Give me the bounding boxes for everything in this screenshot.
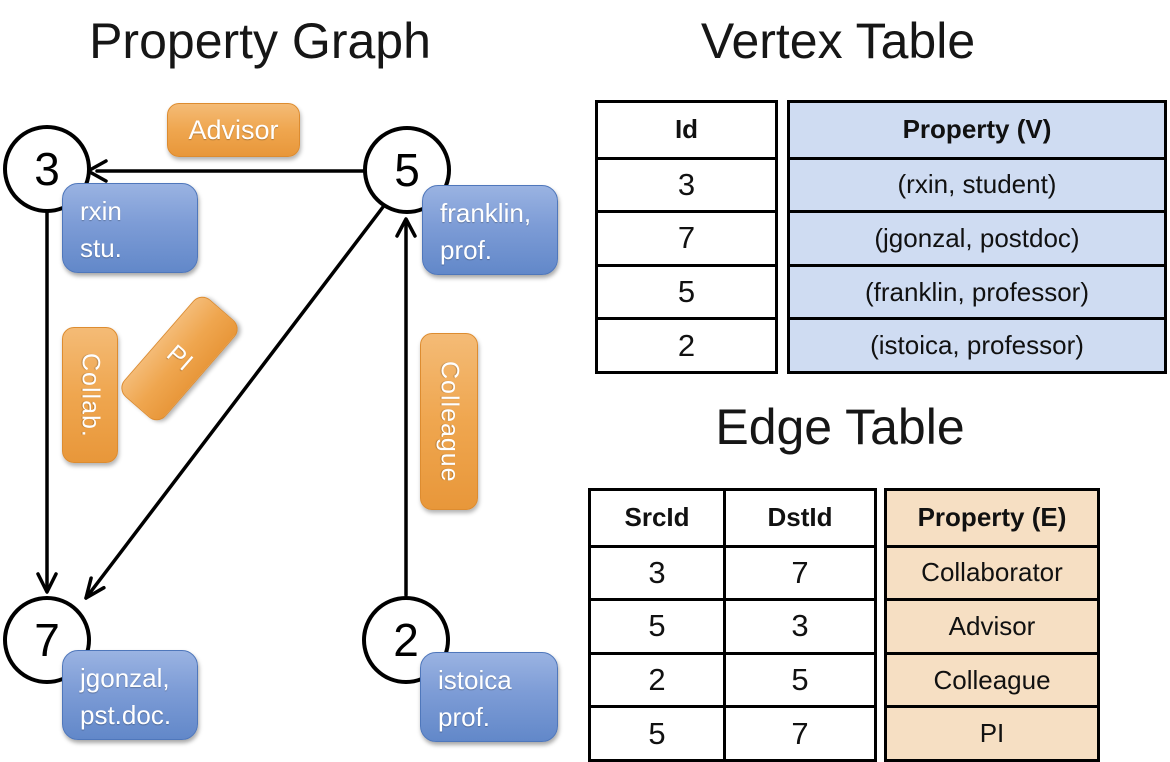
edge-table-property-cell: Advisor [948,610,1036,641]
edge-label-colleague-text: Colleague [435,360,464,483]
edge-label-advisor-text: Advisor [188,114,279,145]
edge-table-dst-cell: 3 [723,601,874,652]
edge-table-property-cell: PI [979,718,1005,749]
vertex-table-id-cell: 3 [677,166,696,202]
edge-2-to-5-colleague [395,217,417,597]
edge-table-src-dst-columns: SrcId DstId 3 7 5 3 2 5 5 7 [588,488,877,762]
edge-table-dstid-header: DstId [723,491,874,545]
vertex-prop-box-istoica: istoica prof. [420,652,558,742]
edge-3-to-7-collab [36,210,58,594]
vertex-prop-box-franklin: franklin, prof. [422,185,558,275]
vertex-table-id-cell: 2 [677,327,696,363]
edge-table-dst-cell: 7 [723,708,874,759]
vertex-prop-line: franklin, [440,198,532,228]
vertex-table-property-column: Property (V) (rxin, student) (jgonzal, p… [787,100,1167,374]
vertex-table-id-column: Id 3 7 5 2 [595,100,778,374]
vertex-table-id-cell: 7 [677,220,696,256]
vertex-node-2: 2 [362,596,450,684]
vertex-table-title: Vertex Table [700,13,976,69]
edge-table-property-cell: Collaborator [921,557,1063,588]
edge-table-property-cell: Colleague [933,664,1051,695]
edge-5-to-7-pi [84,205,385,600]
edge-table-property-header: Property (E) [917,502,1067,533]
vertex-prop-box-rxin: rxin stu. [62,183,198,273]
edge-label-pi-text: PI [160,339,199,378]
edge-table-src-cell: 3 [648,554,666,590]
vertex-table-property-cell: (franklin, professor) [865,276,1089,307]
vertex-prop-line: stu. [80,233,122,263]
vertex-prop-box-jgonzal: jgonzal, pst.doc. [62,650,198,740]
edge-label-colleague: Colleague [420,333,478,510]
property-graph-title: Property Graph [89,13,431,69]
vertex-table-id-cell: 5 [677,274,696,310]
vertex-table-property-cell: (rxin, student) [897,169,1057,200]
vertex-prop-line: prof. [438,702,491,732]
vertex-prop-line: pst.doc. [80,700,172,730]
edge-label-collab: Collab. [62,327,118,463]
edge-table-src-cell: 2 [648,662,666,698]
vertex-prop-line: rxin [80,196,122,226]
edge-label-collab-text: Collab. [76,352,105,438]
edge-table-src-cell: 5 [648,715,666,751]
edge-table-dst-cell: 5 [723,654,874,706]
edge-table-property-column: Property (E) Collaborator Advisor Collea… [884,488,1100,762]
edge-table-dst-cell: 7 [723,547,874,599]
vertex-prop-line: istoica [438,665,512,695]
vertex-table-id-header: Id [674,114,699,145]
vertex-table-property-header: Property (V) [902,114,1052,145]
edge-label-advisor: Advisor [167,103,300,157]
edge-table-title: Edge Table [715,399,965,455]
edge-table-srcid-header: SrcId [624,502,690,533]
edge-table-src-cell: 5 [648,608,666,644]
vertex-prop-line: prof. [440,235,493,265]
vertex-table-property-cell: (istoica, professor) [870,330,1084,361]
edge-5-to-3-advisor [86,159,368,183]
vertex-table-property-cell: (jgonzal, postdoc) [874,222,1080,253]
vertex-prop-line: jgonzal, [80,663,170,693]
graph-edges-canvas [36,159,417,600]
